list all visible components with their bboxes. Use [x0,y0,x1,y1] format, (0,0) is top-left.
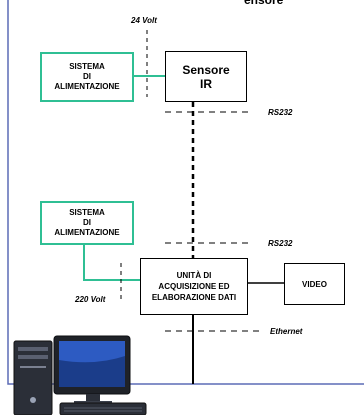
rs232-label-top: RS232 [268,108,293,117]
power-connector-bottom [83,245,140,281]
desktop-computer-icon [13,335,147,415]
rs232-label-bottom: RS232 [268,239,293,248]
voltage-label-bottom: 220 Volt [75,295,106,304]
ethernet-label: Ethernet [270,327,303,336]
ir-sensor-box: Sensore IR [165,51,247,102]
frame-border [7,0,364,385]
voltage-label-top: 24 Volt [131,16,157,25]
clipped-title-text: ensore [244,0,284,7]
acquisition-unit-box: UNITÀ DI ACQUISIZIONE ED ELABORAZIONE DA… [140,258,248,315]
power-supply-box-top: SISTEMA DI ALIMENTAZIONE [40,52,134,102]
video-box: VIDEO [284,263,345,305]
power-supply-box-bottom: SISTEMA DI ALIMENTAZIONE [40,201,134,245]
